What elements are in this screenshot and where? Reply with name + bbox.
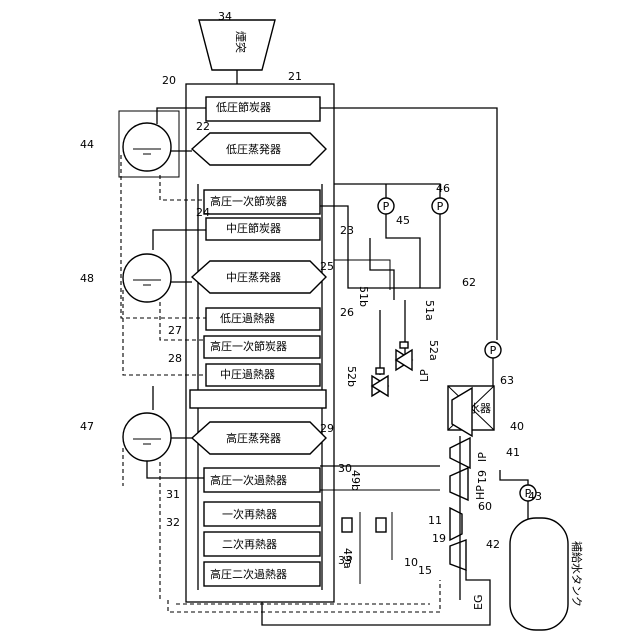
hp-primary-economizer-a-label: 高圧一次節炭器 [210,194,287,208]
hp-primary-economizer-a: 高圧一次節炭器 [204,190,320,214]
pump-63: P [485,342,501,358]
hp-primary-economizer-b-label: 高圧一次節炭器 [210,339,287,353]
ref-45: 45 [396,214,410,227]
lp-label: LP [418,369,431,382]
ip-evaporator: 中圧蒸発器 [192,261,326,293]
aux-49a [376,518,386,532]
ref-27: 27 [168,324,182,337]
ref-48: 48 [80,272,94,285]
hp-secondary-superheater: 高圧二次過熱器 [204,562,320,586]
ref-52b: 52b [345,366,358,387]
ref-29: 29 [320,422,334,435]
ref-28: 28 [168,352,182,365]
pump-46-symbol: P [437,200,444,213]
lp-superheater: 低圧過熱器 [206,308,320,330]
ref-62: 62 [462,276,476,289]
primary-reheater-label: 一次再熱器 [222,507,277,521]
ref-33: 33 [338,554,352,567]
ip-evaporator-label: 中圧蒸発器 [226,270,281,284]
ref-47: 47 [80,420,94,433]
lp-economizer: 低圧節炭器 [206,97,320,121]
ref-46: 46 [436,182,450,195]
lp-economizer-label: 低圧節炭器 [216,100,271,114]
lp-evaporator-label: 低圧蒸発器 [226,142,281,156]
ref-61: 61 [475,470,488,484]
ref-40: 40 [510,420,524,433]
ref-31: 31 [166,488,180,501]
ref-24: 24 [196,206,210,219]
hp-secondary-superheater-label: 高圧二次過熱器 [210,567,287,581]
hp-primary-superheater: 高圧一次過熱器 [204,468,320,492]
eg-label: EG [472,595,485,610]
valve-52a [396,342,412,370]
ref-42: 42 [486,538,500,551]
pump-46: P [432,198,448,214]
secondary-reheater-label: 二次再熱器 [222,537,277,551]
stack-label: 煙突 [234,31,248,53]
hp-label: HP [474,485,487,500]
ref-49b: 49b [349,470,362,491]
aux-49b [342,518,352,532]
ip-economizer-label: 中圧節炭器 [226,221,281,235]
valve-52b [372,368,388,396]
ref-32: 32 [166,516,180,529]
blank-panel [190,390,326,408]
ref-11: 11 [428,514,442,527]
makeup-water-tank: 補給水タンク [510,518,584,630]
stack: 煙突 [199,20,275,70]
ref-25: 25 [320,260,334,273]
lp-superheater-label: 低圧過熱器 [220,312,275,325]
ref-51a: 51a [423,300,436,321]
ip-label: IP [476,452,489,462]
ref-63: 63 [500,374,514,387]
hp-evaporator: 高圧蒸発器 [192,422,326,454]
pump-63-symbol: P [490,344,497,357]
ref-51b: 51b [357,286,370,307]
ref-34: 34 [218,10,232,23]
ref-21: 21 [288,70,302,83]
ref-22: 22 [196,120,210,133]
hp-primary-economizer-b: 高圧一次節炭器 [204,336,320,358]
ip-superheater-label: 中圧過熱器 [220,368,275,381]
lp-drum [123,123,171,171]
pump-45-symbol: P [383,200,390,213]
pump-45: P [378,198,394,214]
secondary-reheater: 二次再熱器 [204,532,320,556]
lp-evaporator: 低圧蒸発器 [192,133,326,165]
ref-43: 43 [528,490,542,503]
ref-15: 15 [418,564,432,577]
ref-44: 44 [80,138,94,151]
primary-reheater: 一次再熱器 [204,502,320,526]
ip-drum [123,254,171,302]
ref-60: 60 [478,500,492,513]
ip-economizer: 中圧節炭器 [206,218,320,240]
ref-10: 10 [404,556,418,569]
hp-evaporator-label: 高圧蒸発器 [226,431,281,445]
makeup-tank-label: 補給水タンク [570,541,584,607]
ref-19: 19 [432,532,446,545]
hp-turbine [450,468,468,500]
ref-23: 23 [340,224,354,237]
ref-52a: 52a [427,340,440,361]
hp-primary-superheater-label: 高圧一次過熱器 [210,473,287,487]
hp-drum [123,413,171,461]
gas-turbine [450,540,466,570]
ref-41: 41 [506,446,520,459]
ip-superheater: 中圧過熱器 [206,364,320,386]
ref-26: 26 [340,306,354,319]
ref-20: 20 [162,74,176,87]
